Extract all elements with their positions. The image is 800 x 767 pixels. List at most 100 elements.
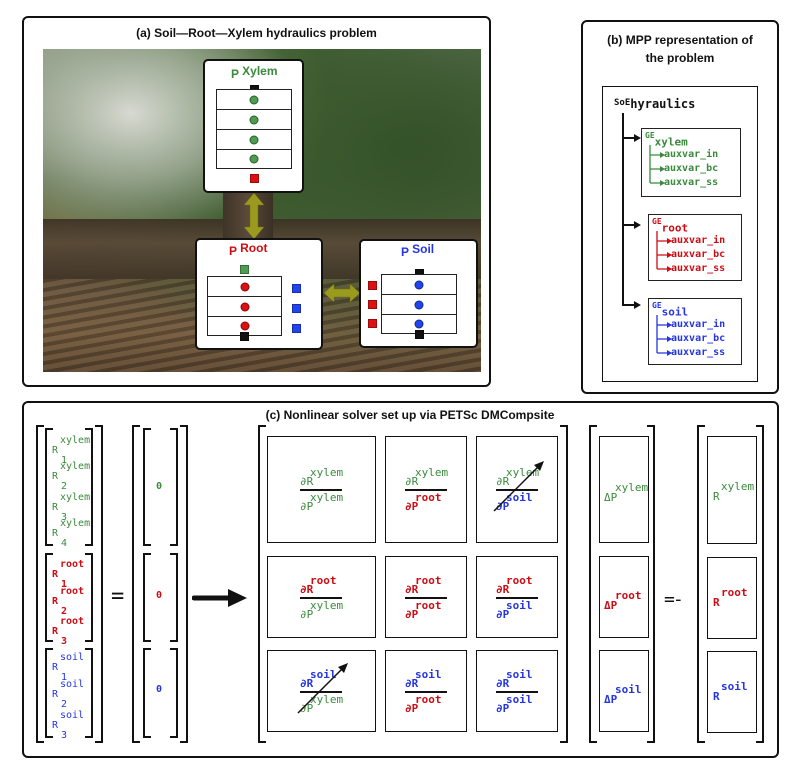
fraction-bar [496,597,538,599]
denominator-base: ∂P [496,500,510,513]
r-sub: 3 [61,730,68,741]
mpp-tree-box [602,86,758,382]
xylem-node [249,95,259,104]
zero-root-bracket-right [170,553,178,642]
root-cell [208,297,281,317]
delta-bracket-right [647,425,655,743]
soe-branch-soil [622,304,636,306]
denominator-superscript: soil [506,599,533,612]
soe-branch-xylem [622,137,636,139]
r-sub: 3 [61,636,68,647]
numerator-base: ∂R [496,583,510,596]
r-sub: 1 [61,579,68,590]
residual-soil-bracket-right [85,648,93,738]
root-bottom-boundary-square [240,332,249,341]
ge-sub: soil [661,305,689,319]
soil-cell [382,315,456,333]
r-sub: 1 [61,672,68,683]
root-sup: Root [240,241,268,255]
strikethrough-line [493,464,541,512]
strikethrough-line [297,666,345,714]
denominator-base: ∂P [405,608,419,621]
implies-arrow-icon [192,589,247,607]
rhs-block-soil [707,651,757,733]
numerator-superscript: xylem [310,466,344,479]
xylem-cell [217,150,291,168]
zero-xylem-bracket-left [143,428,151,546]
rhs-base: R [713,490,720,503]
xylem-cell [217,110,291,130]
numerator-base: ∂R [405,583,419,596]
delta-block-root [599,556,649,638]
panel-b-title-line2: the problem [645,51,715,65]
zero-outer-bracket-left [132,425,140,743]
residual-root-bracket-right [85,553,93,642]
xylem-node [249,115,259,124]
soe-label: SoEhyraulics [614,97,695,111]
root-soil-coupling-square [292,304,301,313]
r-sup: soil [60,679,85,690]
soe-sub: hyraulics [630,97,696,111]
fraction-bar [405,597,447,599]
xylem-cell [217,130,291,150]
rhs-block-xylem [707,436,757,544]
r-base: R [52,626,59,637]
strikethrough-arrow-icon [297,663,348,714]
r-sub: 4 [61,538,68,549]
root-box: P Root [195,238,323,350]
soe-tree-spine [622,113,624,305]
numerator-base: ∂R [496,677,510,690]
ge-sub: root [661,221,689,235]
delta-base: ΔP [604,599,618,612]
numerator-superscript: soil [506,668,533,681]
numerator-base: ∂R [405,677,419,690]
rhs-sup: soil [721,680,748,693]
numerator-base: ∂R [405,475,419,488]
residual-root-bracket-left [45,553,53,642]
soil-sup: Soil [412,242,435,256]
soe-base: SoE [614,98,631,108]
numerator-superscript: root [310,574,337,587]
numerator-base: ∂R [300,677,314,690]
r-base: R [52,689,59,700]
denominator-base: ∂P [300,500,314,513]
denominator-superscript: xylem [310,599,344,612]
numerator-base: ∂R [496,475,510,488]
xylem-root-coupling-arrow [244,193,264,239]
aux-item: auxvar_in [671,235,726,246]
r-base: R [52,502,59,513]
equals-sign: = [111,584,125,609]
strikethrough-arrow-icon [493,461,544,512]
numerator-base: ∂R [300,583,314,596]
branch-arrowhead-icon [634,134,641,142]
r-sup: soil [60,652,85,663]
root-p: P [229,244,237,258]
xylem-box: P Xylem [203,59,304,193]
zero-xylem-bracket-right [170,428,178,546]
r-base: R [52,662,59,673]
xylem-node [249,135,259,144]
aux-item: auxvar_bc [664,163,719,174]
aux-item: auxvar_in [671,319,726,330]
numerator-superscript: soil [310,668,337,681]
delta-bracket-left [589,425,597,743]
residual-xylem-bracket-left [45,428,53,546]
zero-soil: 0 [156,684,163,695]
r-base: R [52,445,59,456]
soil-cell-stack [381,274,457,334]
zero-root: 0 [156,590,163,601]
root-label: P Root [229,241,268,258]
denominator-base: ∂P [405,702,419,715]
zero-root-bracket-left [143,553,151,642]
denominator-base: ∂P [300,702,314,715]
residual-soil-bracket-left [45,648,53,738]
delta-block-xylem [599,436,649,543]
r-sup: root [60,559,85,570]
